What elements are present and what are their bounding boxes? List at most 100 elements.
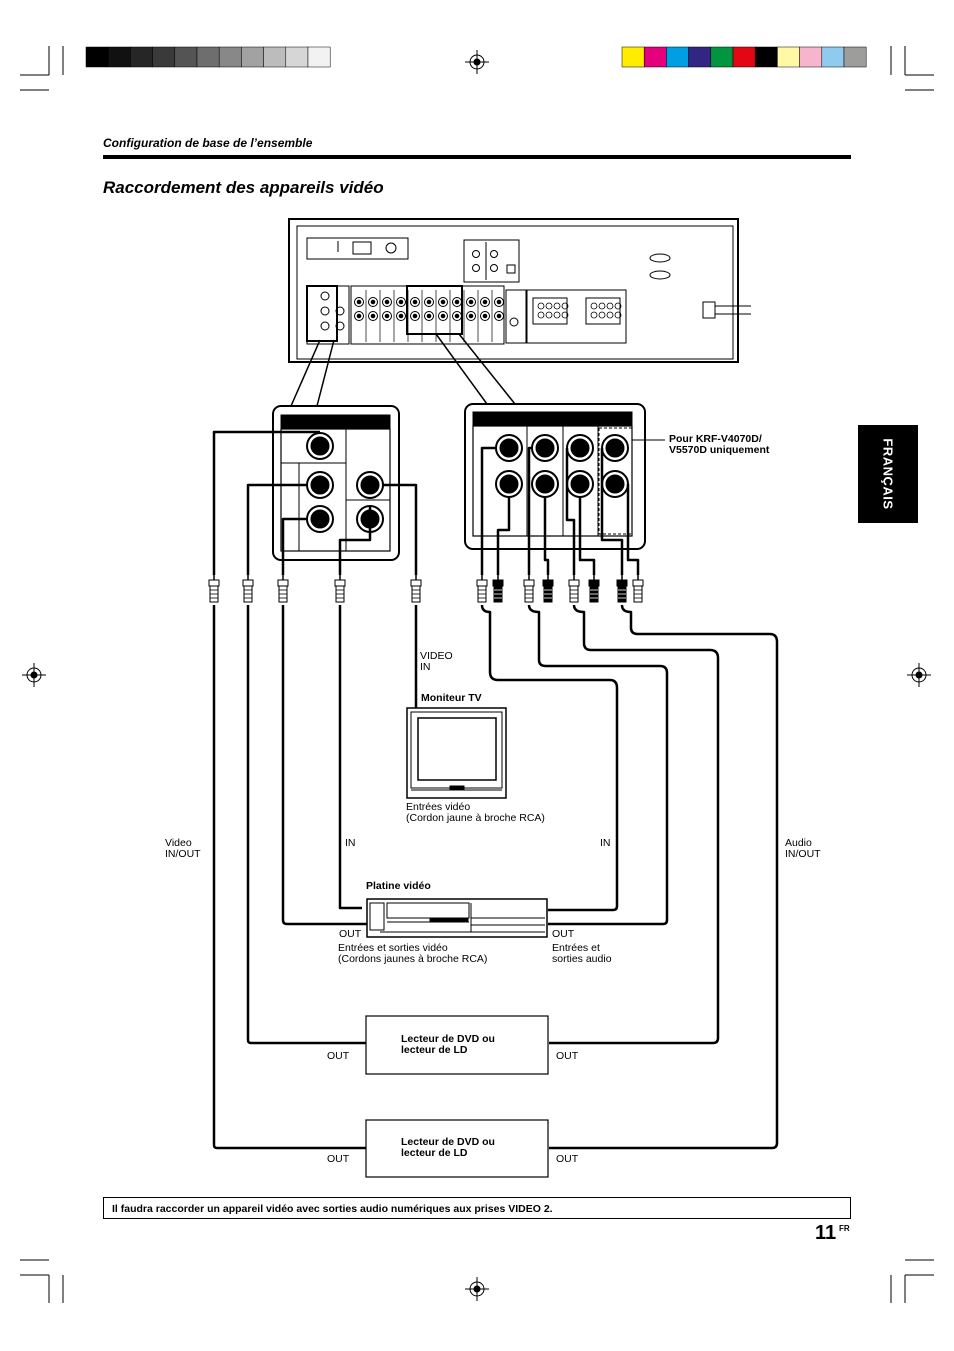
panel-jack — [438, 311, 448, 321]
rca-plug — [277, 571, 289, 603]
gray-bar-swatch — [130, 46, 153, 68]
panel-jack — [480, 311, 490, 321]
panel-jack — [424, 297, 434, 307]
panel-jack — [494, 311, 504, 321]
panel-jack-center — [384, 313, 390, 319]
footer-note: Il faudra raccorder un appareil vidéo av… — [103, 1197, 851, 1219]
header-rule — [103, 155, 851, 159]
panel-jack-center — [454, 313, 460, 319]
rca-plug — [588, 571, 600, 603]
color-bar-swatch — [710, 46, 734, 68]
panel-jack — [410, 311, 420, 321]
panel-jack — [368, 311, 378, 321]
dvd1-out-right-label: OUT — [556, 1050, 579, 1062]
gray-bar-swatch — [107, 46, 131, 68]
dvd2-out-left-label: OUT — [327, 1153, 350, 1165]
gray-bar-swatch — [152, 46, 176, 68]
video-inout-label: Video IN/OUT — [165, 837, 201, 860]
speaker-terminal — [561, 311, 569, 319]
panel-jack — [396, 297, 406, 307]
panel-jack-center — [370, 299, 376, 305]
monitor-inputs-label: Entrées vidéo (Cordon jaune à broche RCA… — [406, 801, 545, 824]
color-calibration-bars — [621, 46, 867, 68]
gray-bar-swatch — [241, 46, 264, 68]
vcr-out-right-label: OUT — [552, 928, 575, 940]
panel-jack — [354, 311, 364, 321]
panel-jack — [452, 311, 462, 321]
rca-plug — [410, 571, 422, 603]
dvd-player-1-label: Lecteur de DVD ou lecteur de LD — [401, 1033, 495, 1056]
panel-jack — [424, 311, 434, 321]
vcr-label: Platine vidéo — [366, 880, 431, 892]
panel-jack — [494, 297, 504, 307]
panel-jack-center — [370, 313, 376, 319]
receiver-rear-panel — [288, 218, 751, 363]
speaker-terminal — [590, 302, 598, 310]
vcr-drawing — [366, 898, 548, 938]
speaker-terminal — [537, 311, 545, 319]
gray-bar-swatch — [196, 46, 220, 68]
speaker-terminal — [590, 311, 598, 319]
panel-jack-center — [468, 313, 474, 319]
color-bar-swatch — [821, 46, 845, 68]
audio-inout-label: Audio IN/OUT — [785, 837, 821, 860]
panel-jack — [382, 297, 392, 307]
panel-jack — [368, 297, 378, 307]
tv-monitor-label: Moniteur TV — [421, 692, 482, 704]
panel-jack — [354, 297, 364, 307]
panel-jack-center — [412, 299, 418, 305]
gray-bar-swatch — [263, 46, 287, 68]
color-bar-swatch — [777, 46, 800, 68]
left-jack-panel — [272, 405, 400, 561]
panel-jack-center — [482, 299, 488, 305]
speaker-terminal — [614, 311, 622, 319]
panel-jack-center — [496, 299, 502, 305]
rca-plug — [242, 571, 254, 603]
panel-jack — [438, 297, 448, 307]
panel-jack-center — [468, 299, 474, 305]
panel-jack-center — [426, 299, 432, 305]
vcr-audio-label: Entrées et sorties audio — [552, 942, 612, 965]
rca-plug — [523, 571, 535, 603]
speaker-terminal — [614, 302, 622, 310]
gray-bar-swatch — [85, 46, 109, 68]
rca-plug — [568, 571, 580, 603]
color-bar-swatch — [799, 46, 823, 68]
page-title: Raccordement des appareils vidéo — [103, 178, 384, 197]
panel-jack — [382, 311, 392, 321]
rca-plug — [208, 571, 220, 603]
dvd-player-2-box — [365, 1119, 549, 1178]
language-tab: FRANÇAIS — [858, 425, 918, 523]
gray-bar-swatch — [174, 46, 198, 68]
panel-jack-center — [496, 313, 502, 319]
dvd-player-2-label: Lecteur de DVD ou lecteur de LD — [401, 1136, 495, 1159]
gray-bar-swatch — [307, 46, 331, 68]
models-note: Pour KRF-V4070D/ V5570D uniquement — [669, 433, 770, 456]
in-right-label: IN — [600, 837, 611, 849]
rca-plugs — [208, 571, 644, 603]
speaker-terminal — [606, 302, 614, 310]
vcr-video-label: Entrées et sorties vidéo (Cordons jaunes… — [338, 942, 488, 965]
in-left-label: IN — [345, 837, 356, 849]
page-number: 11 — [815, 1222, 837, 1244]
speaker-terminal — [553, 311, 561, 319]
color-bar-swatch — [621, 46, 645, 68]
panel-jack-center — [398, 299, 404, 305]
color-bar-swatch — [666, 46, 689, 68]
panel-jack — [452, 297, 462, 307]
panel-jack — [480, 297, 490, 307]
cables — [212, 430, 779, 1150]
vcr-out-left-label: OUT — [339, 928, 362, 940]
panel-jack-center — [412, 313, 418, 319]
zoom-lines — [290, 333, 516, 407]
panel-jack-center — [426, 313, 432, 319]
gray-calibration-bars — [85, 46, 331, 68]
color-bar-swatch — [688, 46, 712, 68]
panel-jack-center — [356, 299, 362, 305]
panel-jack-center — [482, 313, 488, 319]
panel-jack-center — [440, 313, 446, 319]
panel-jack-center — [398, 313, 404, 319]
panel-jack-center — [384, 299, 390, 305]
dvd-player-1-box — [365, 1015, 549, 1075]
